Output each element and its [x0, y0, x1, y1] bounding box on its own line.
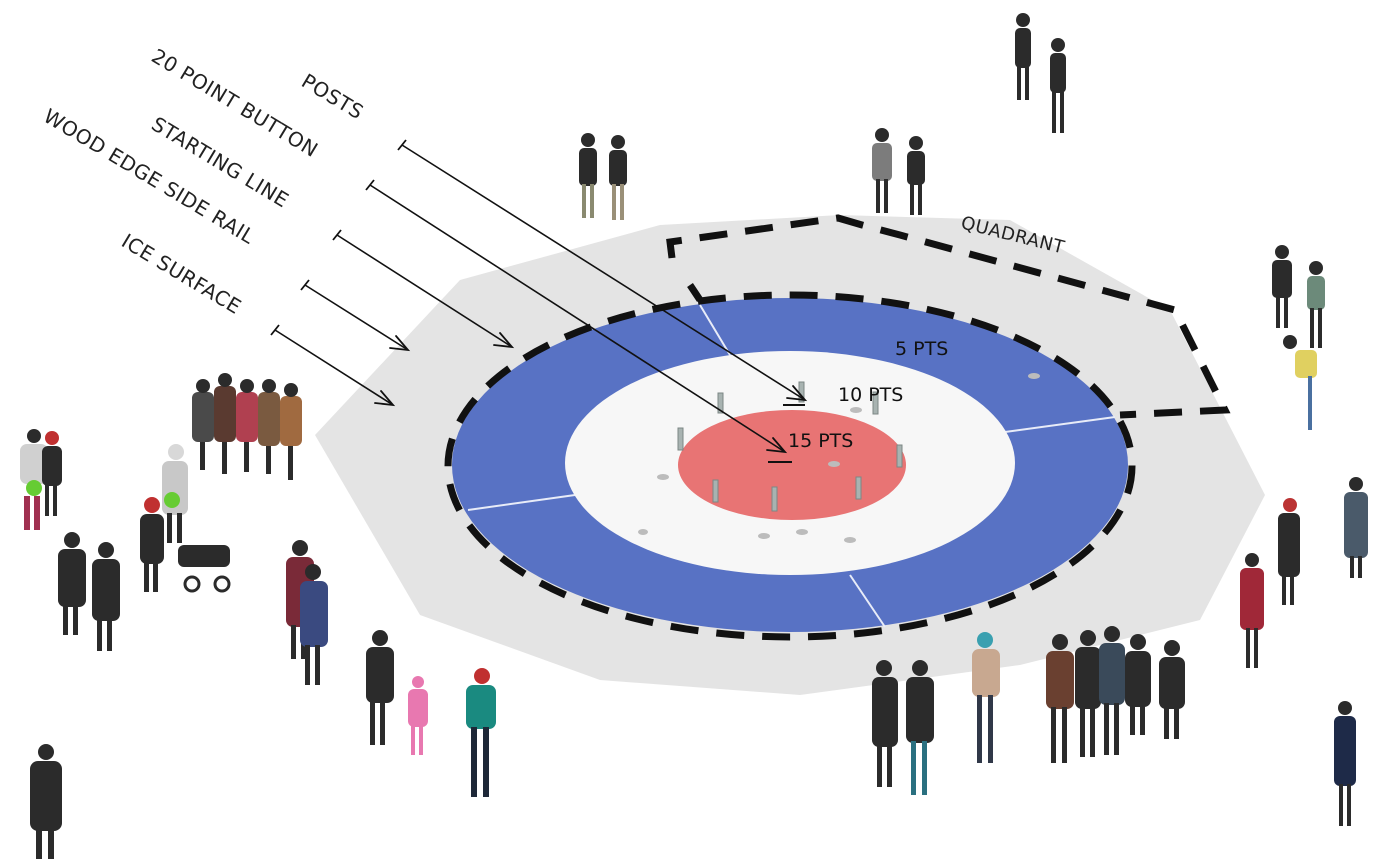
- person-figure: [300, 564, 328, 685]
- person-figure: [408, 676, 428, 755]
- person-figure: [162, 444, 188, 543]
- quadrant-divider: [849, 574, 886, 628]
- pointer-ice-surface: [270, 324, 396, 407]
- person-figure: [1050, 38, 1066, 133]
- post: [771, 486, 778, 512]
- stone: [844, 537, 856, 543]
- post: [712, 479, 719, 503]
- person-figure: [30, 744, 62, 859]
- pointer-button: [365, 179, 788, 454]
- person-figure: [1046, 634, 1074, 763]
- person-figure: [92, 542, 120, 651]
- pointer-posts: [397, 139, 808, 402]
- person-figure: [872, 660, 898, 787]
- post: [677, 427, 684, 451]
- stones-group: [638, 373, 1040, 543]
- person-figure: [58, 532, 86, 635]
- person-figure: [1240, 553, 1264, 668]
- person-figure: [1283, 335, 1317, 430]
- person-figure: [1334, 701, 1356, 826]
- zone-label-5: 5 PTS: [895, 338, 948, 360]
- person-figure: [1159, 640, 1185, 739]
- wood-edge-dashed-outline: [444, 291, 1136, 641]
- person-figure: [1125, 634, 1151, 735]
- person-figure: [906, 660, 934, 795]
- person-figure: [1278, 498, 1300, 605]
- person-figure: [1344, 477, 1368, 578]
- person-figure: [907, 136, 925, 215]
- stone: [828, 461, 840, 467]
- post: [717, 392, 724, 414]
- stone: [850, 407, 862, 413]
- post: [855, 476, 862, 500]
- person-figure: [609, 135, 627, 220]
- person-figure: [366, 630, 394, 745]
- person-figure: [1272, 245, 1292, 328]
- stroller: [178, 545, 231, 593]
- quadrant-divider: [1004, 416, 1116, 433]
- person-figure: [1099, 626, 1125, 755]
- person-figure: [1075, 630, 1101, 757]
- person-figure: [1015, 13, 1031, 100]
- callout-ice-surface: ICE SURFACE: [117, 229, 245, 319]
- callout-posts: POSTS: [297, 69, 368, 125]
- stone: [657, 474, 669, 480]
- person-figure: [1307, 261, 1325, 348]
- person-figure: [140, 497, 164, 592]
- zone-label-15: 15 PTS: [788, 430, 853, 452]
- pointer-side-rail: [300, 279, 411, 352]
- stone: [758, 533, 770, 539]
- quadrant-divider: [467, 494, 576, 511]
- quadrant-dashed-outline: [666, 214, 1231, 419]
- crowd-cluster: [192, 373, 302, 480]
- stone: [638, 529, 648, 535]
- zone-label-10: 10 PTS: [838, 384, 903, 406]
- person-figure: [872, 128, 892, 213]
- person-figure: [42, 431, 62, 516]
- stone: [796, 529, 808, 535]
- pointer-starting-line: [332, 229, 515, 349]
- person-figure: [579, 133, 597, 218]
- person-figure: [972, 632, 1000, 763]
- people-group: [20, 13, 1368, 859]
- stone: [1028, 373, 1040, 379]
- person-figure: [466, 668, 496, 797]
- post: [872, 391, 879, 415]
- post: [896, 444, 903, 468]
- person-figure: [20, 429, 48, 530]
- quadrant-divider: [699, 304, 731, 356]
- inner-ring: [678, 410, 906, 520]
